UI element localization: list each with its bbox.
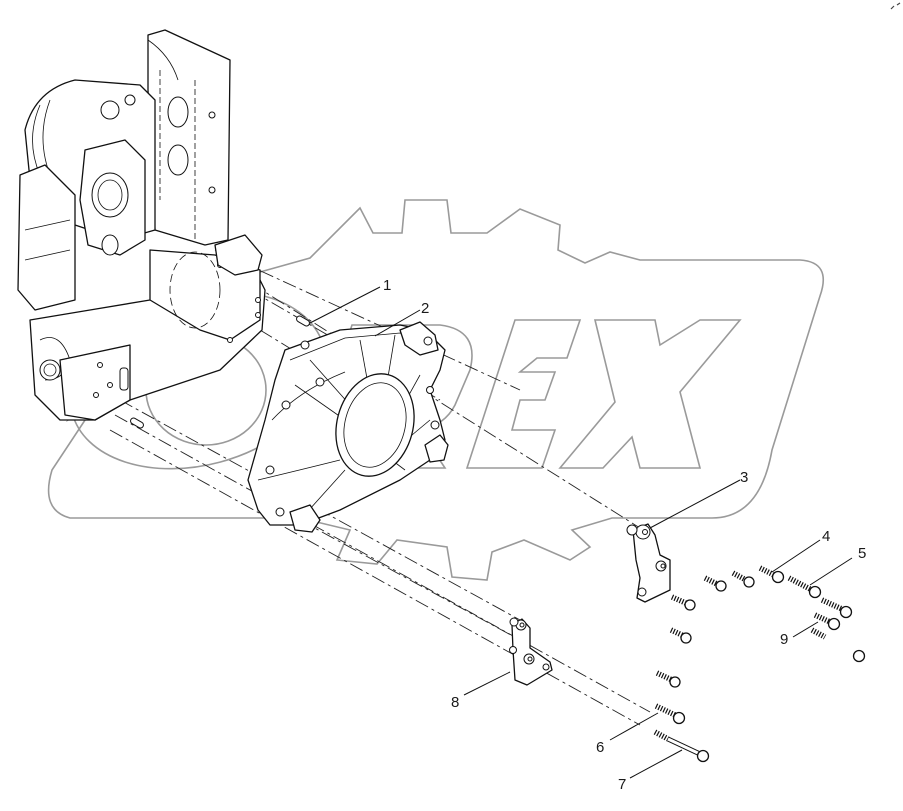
bolt-part-5 bbox=[787, 575, 822, 599]
callout-7: 7 bbox=[618, 749, 683, 793]
bolt bbox=[820, 597, 853, 619]
bolt bbox=[655, 670, 681, 688]
callout-label-1: 1 bbox=[383, 277, 391, 294]
callouts: 1 2 3 4 5 6 7 8 bbox=[309, 277, 866, 793]
callout-label-8: 8 bbox=[451, 694, 459, 711]
bolt bbox=[703, 575, 727, 592]
callout-label-9: 9 bbox=[780, 631, 788, 648]
callout-1: 1 bbox=[309, 277, 391, 324]
lower-bracket-part-8 bbox=[509, 617, 553, 686]
bolts bbox=[653, 565, 866, 763]
callout-2: 2 bbox=[374, 300, 429, 337]
callout-label-4: 4 bbox=[822, 528, 830, 545]
callout-label-5: 5 bbox=[858, 545, 866, 562]
callout-label-3: 3 bbox=[740, 469, 748, 486]
long-bolt-part-7 bbox=[653, 729, 710, 763]
rear-cover-part-2 bbox=[247, 321, 449, 533]
callout-9: 9 bbox=[780, 621, 819, 648]
callout-5: 5 bbox=[809, 545, 866, 586]
bolt-part-6 bbox=[654, 703, 686, 725]
callout-6: 6 bbox=[596, 712, 659, 756]
corner-mark bbox=[890, 2, 901, 10]
bolt-part-9 bbox=[813, 612, 841, 631]
watermark-r bbox=[303, 324, 473, 469]
callout-label-6: 6 bbox=[596, 739, 604, 756]
callout-4: 4 bbox=[771, 528, 830, 573]
watermark-x bbox=[558, 319, 742, 469]
watermark-gear-outline bbox=[47, 199, 825, 581]
callout-3: 3 bbox=[649, 469, 748, 529]
bolt bbox=[669, 627, 692, 644]
long-bolt bbox=[810, 627, 866, 663]
upper-bracket-part-3 bbox=[626, 523, 671, 603]
engine-block bbox=[17, 29, 310, 429]
watermark-e bbox=[465, 319, 582, 469]
callout-label-7: 7 bbox=[618, 776, 626, 793]
bolt bbox=[670, 594, 696, 611]
callout-8: 8 bbox=[451, 671, 511, 711]
bolt-part-4 bbox=[758, 565, 785, 584]
callout-label-2: 2 bbox=[421, 300, 429, 317]
bolt bbox=[731, 570, 755, 588]
